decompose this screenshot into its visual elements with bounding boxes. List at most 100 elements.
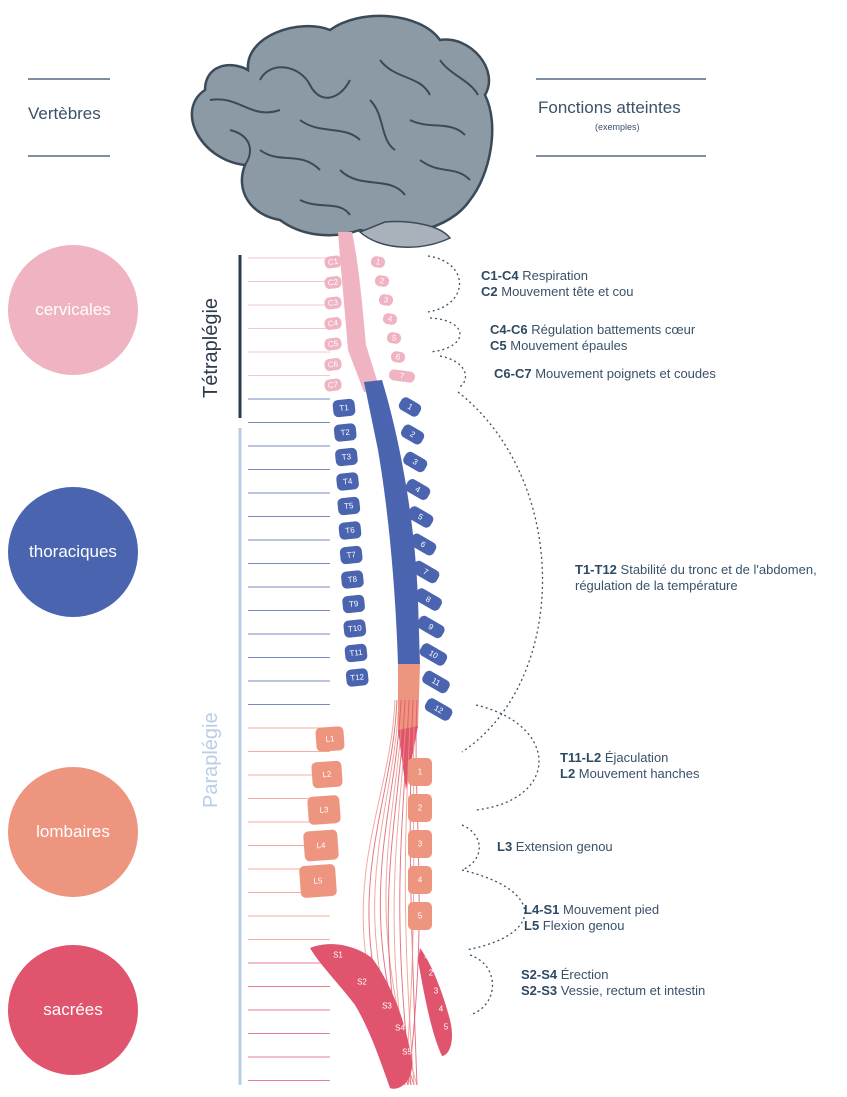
vertebra-c6-label: C6 [327, 359, 339, 369]
function-l4-s1: L4-S1 Mouvement pied L5 Flexion genou [524, 902, 659, 934]
lumbar-nerve-3: 3 [408, 830, 432, 858]
vertebra-t10: T10 [343, 619, 367, 638]
vertebra-t12: T12 [345, 668, 369, 687]
sacral-nerve-3: 3 [434, 987, 439, 996]
sacral-nerve-4: 4 [439, 1005, 444, 1014]
vertebra-s1: S1 [333, 951, 343, 960]
cervical-nerve-6: 6 [390, 351, 405, 364]
vertebra-c5-label: C5 [327, 339, 339, 349]
tetraplegie-label: Tétraplégie [200, 298, 223, 398]
sacrum-shape [310, 944, 412, 1089]
lumbar-nerve-1: 1 [408, 758, 432, 786]
vertebra-c1: C1 [324, 255, 343, 269]
function-bracket-5 [476, 705, 539, 810]
function-code: S2-S3 [521, 983, 557, 998]
cervical-nerve-4: 4 [382, 313, 397, 326]
function-text: Flexion genou [543, 918, 625, 933]
lumbar-nerve-2-label: 2 [418, 804, 423, 813]
vertebra-t2-label: T2 [340, 427, 351, 437]
vertebra-s4: S4 [395, 1024, 405, 1033]
vertebra-t11: T11 [344, 643, 368, 662]
vertebra-t12-label: T12 [350, 672, 365, 682]
vertebra-t1: T1 [332, 398, 356, 417]
function-text: Respiration [522, 268, 588, 283]
function-text: régulation de la température [575, 578, 738, 593]
lumbar-nerve-4-label: 4 [418, 876, 423, 885]
cord-thoracic [364, 380, 420, 665]
cervical-nerve-1: 1 [370, 256, 385, 269]
function-code: C2 [481, 284, 498, 299]
vertebra-t7: T7 [339, 545, 363, 564]
lumbar-nerve-1-label: 1 [418, 768, 423, 777]
vertebra-t7-label: T7 [346, 550, 357, 560]
vertebra-c4-label: C4 [327, 318, 339, 328]
vertebra-t8: T8 [341, 570, 365, 589]
function-code: T1-T12 [575, 562, 617, 577]
function-code: C1-C4 [481, 268, 519, 283]
thoracic-nerve-1: 1 [397, 395, 423, 418]
vertebra-t2: T2 [333, 423, 357, 442]
function-c6-c7: C6-C7 Mouvement poignets et coudes [494, 366, 716, 382]
sacral-nerve-2: 2 [429, 969, 434, 978]
function-code: C6-C7 [494, 366, 532, 381]
vertebra-l2: L2 [311, 760, 343, 788]
function-code: L3 [497, 839, 512, 854]
function-code: T11-L2 [560, 750, 601, 765]
vertebra-t4: T4 [336, 472, 360, 491]
function-text: Extension genou [516, 839, 613, 854]
vertebra-l4: L4 [303, 829, 339, 861]
function-text: Mouvement hanches [579, 766, 700, 781]
vertebra-t6-label: T6 [345, 525, 356, 535]
vertebra-c3: C3 [324, 296, 343, 310]
function-t1-t12: T1-T12 Stabilité du tronc et de l'abdome… [575, 562, 817, 594]
vertebra-t11-label: T11 [349, 648, 364, 658]
vertebra-t5: T5 [337, 496, 361, 515]
vertebra-t8-label: T8 [347, 574, 358, 584]
function-text: Stabilité du tronc et de l'abdomen, [621, 562, 817, 577]
function-code: S2-S4 [521, 967, 557, 982]
function-bracket-7 [462, 870, 525, 950]
function-c1-c4: C1-C4 Respiration C2 Mouvement tête et c… [481, 268, 634, 300]
cervical-nerve-3: 3 [378, 294, 393, 307]
vertebra-c2-label: C2 [327, 277, 339, 287]
vertebra-c6: C6 [324, 357, 343, 371]
function-bracket-6 [462, 825, 479, 870]
function-code: L2 [560, 766, 575, 781]
vertebra-s5: S5 [402, 1048, 412, 1057]
vertebra-c4: C4 [324, 316, 343, 330]
vertebra-t1-label: T1 [339, 403, 350, 413]
sacral-nerve-5: 5 [444, 1023, 449, 1032]
thoracic-nerve-11: 11 [420, 669, 451, 695]
lumbar-nerve-2: 2 [408, 794, 432, 822]
cervical-nerve-5: 5 [386, 332, 401, 345]
function-bracket-8 [470, 955, 493, 1015]
vertebra-l2-label: L2 [322, 770, 332, 780]
paraplegie-label: Paraplégie [200, 712, 223, 808]
function-text: Mouvement épaules [510, 338, 627, 353]
vertebra-s3: S3 [382, 1002, 392, 1011]
thoracic-nerve-10: 10 [418, 641, 449, 667]
lumbar-nerve-3-label: 3 [418, 840, 423, 849]
cord-cervical [338, 232, 380, 392]
vertebra-t3: T3 [335, 447, 359, 466]
vertebra-t4-label: T4 [342, 476, 353, 486]
function-bracket-1 [428, 256, 460, 312]
function-text: Vessie, rectum et intestin [561, 983, 706, 998]
vertebra-t5-label: T5 [344, 501, 355, 511]
vertebra-t9-label: T9 [348, 599, 359, 609]
vertebra-c3-label: C3 [327, 298, 339, 308]
thoracic-nerve-12: 12 [423, 696, 454, 722]
function-bracket-2 [430, 318, 460, 352]
lumbar-nerve-4: 4 [408, 866, 432, 894]
sacral-nerve-column [418, 948, 452, 1056]
function-l3: L3 Extension genou [497, 839, 613, 855]
thoracic-nerve-9: 9 [415, 614, 446, 640]
function-s2-s4: S2-S4 Érection S2-S3 Vessie, rectum et i… [521, 967, 705, 999]
thoracic-nerve-3: 3 [401, 450, 429, 474]
thoracic-nerve-2: 2 [399, 423, 426, 447]
function-code: C5 [490, 338, 507, 353]
vertebra-l5: L5 [299, 864, 337, 898]
vertebra-l4-label: L4 [316, 841, 326, 851]
vertebra-t6: T6 [338, 521, 362, 540]
